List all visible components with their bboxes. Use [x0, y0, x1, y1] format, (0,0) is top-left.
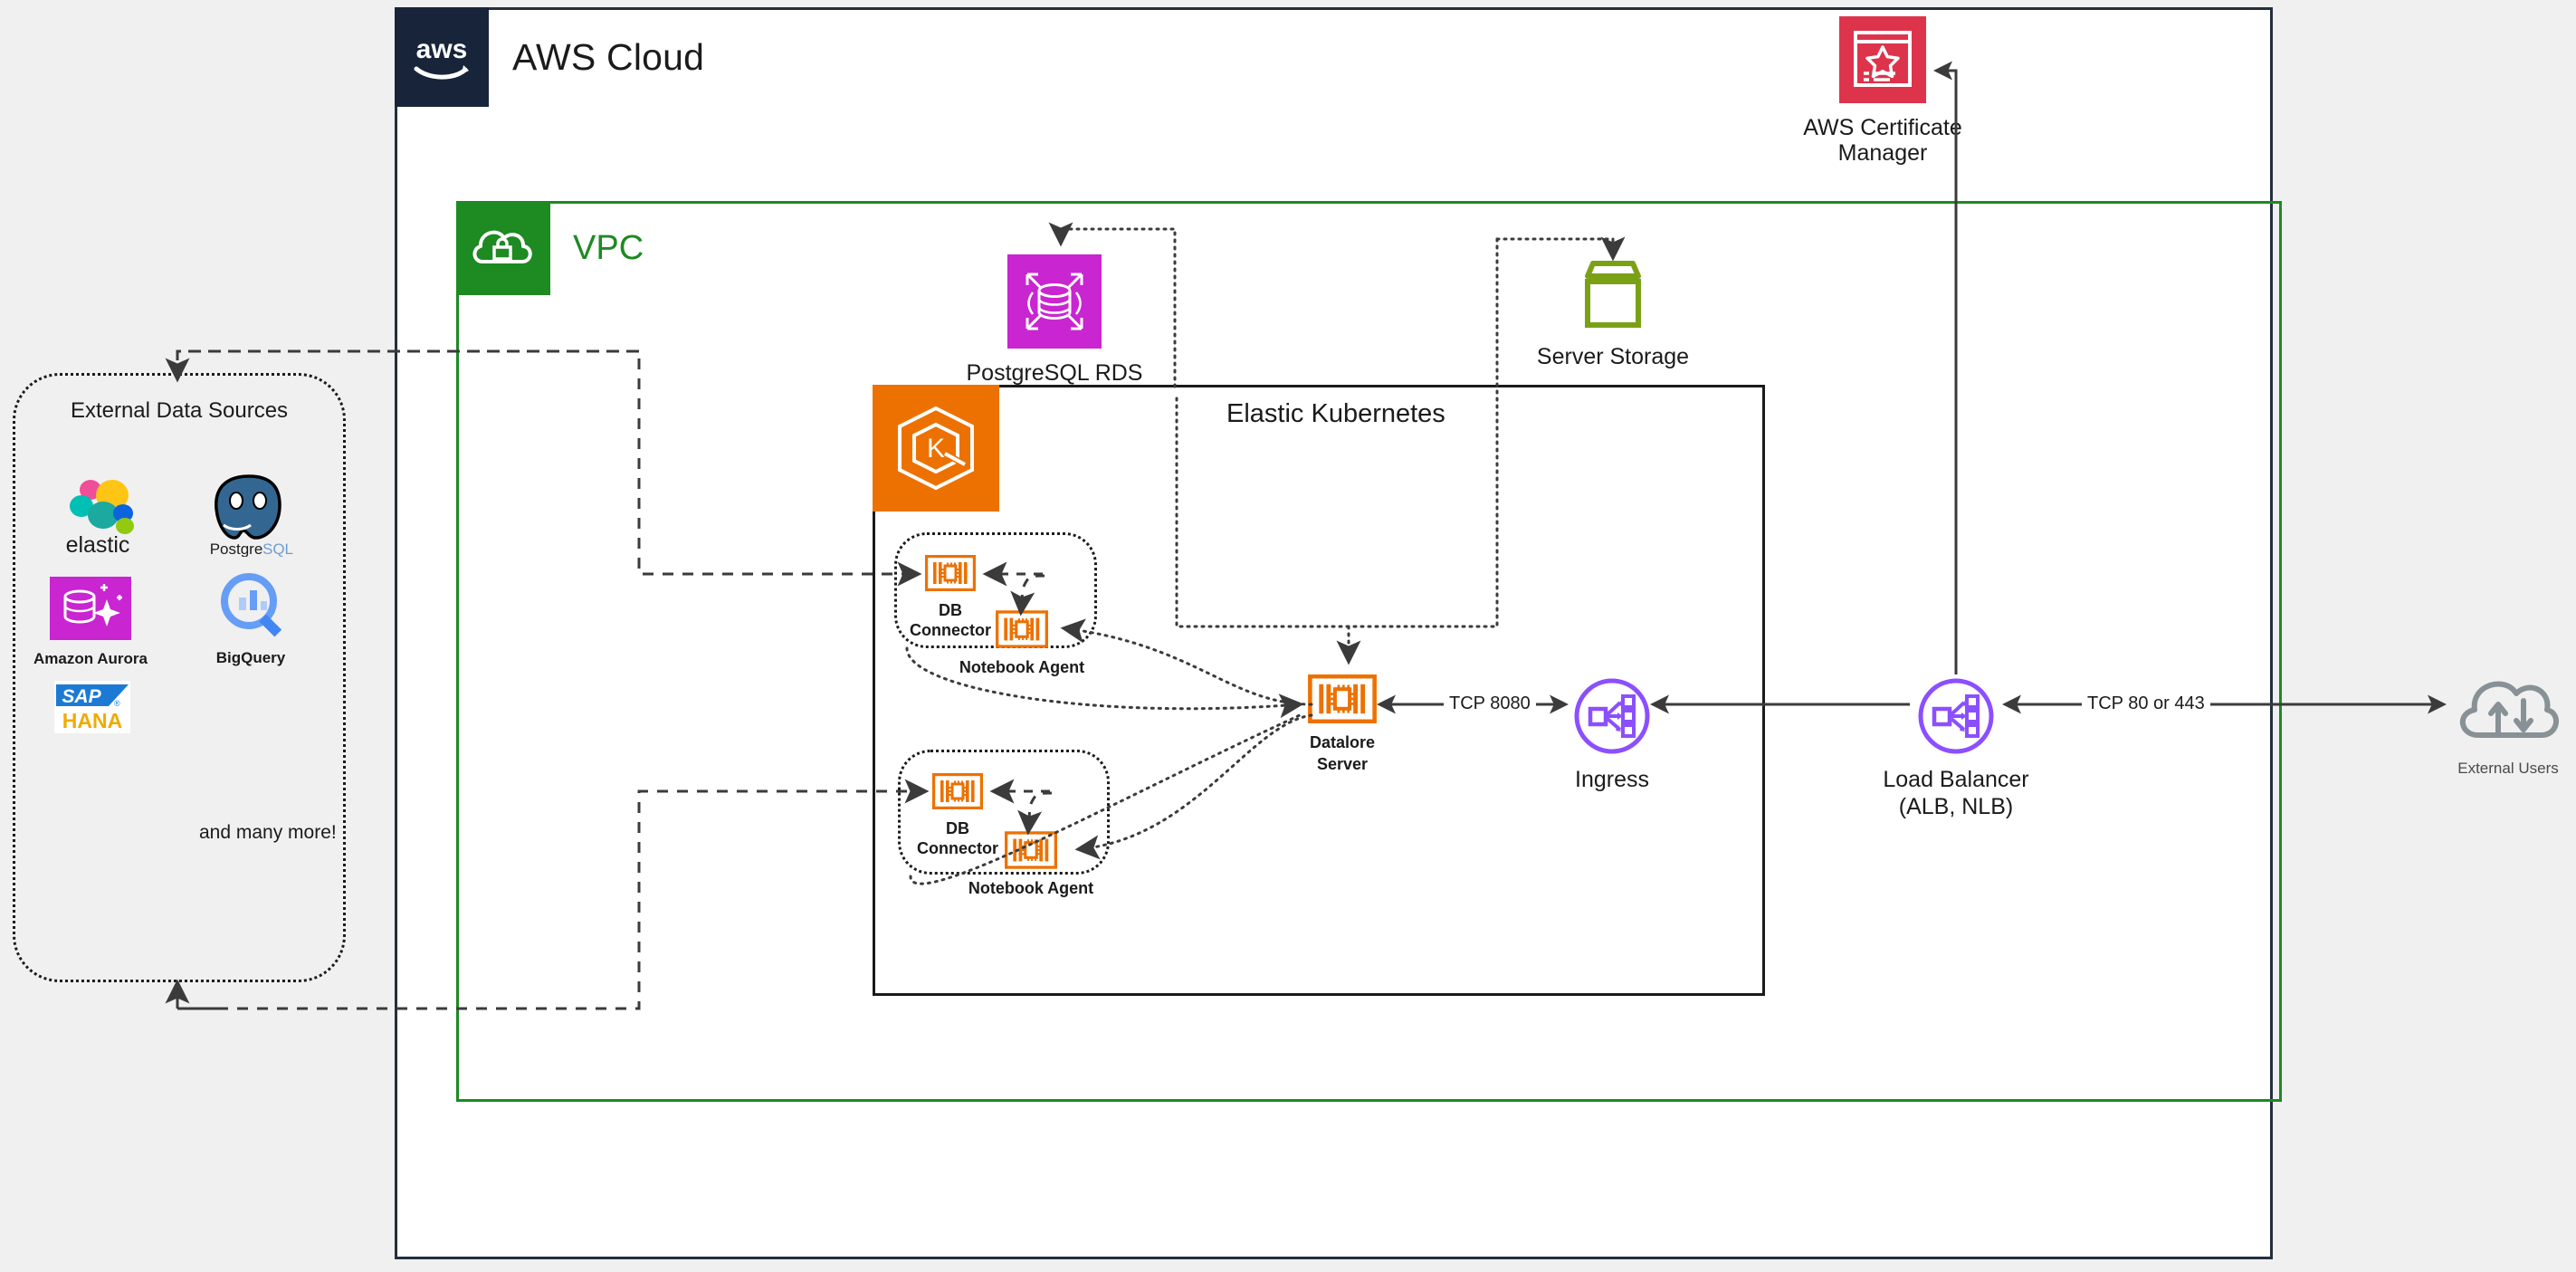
- node-aws-certificate-manager[interactable]: AWS Certificate Manager: [1803, 16, 1962, 166]
- node-label-line1: Datalore: [1309, 733, 1376, 751]
- edge-label-tcp-8080: TCP 8080: [1444, 693, 1536, 714]
- svg-text:SQL: SQL: [262, 540, 293, 557]
- node-label: Notebook Agent: [968, 879, 1094, 897]
- svg-text:K: K: [927, 434, 945, 464]
- node-postgresql-rds[interactable]: PostgreSQL RDS: [967, 254, 1142, 386]
- node-label-line2: (ALB, NLB): [1898, 794, 2014, 819]
- node-label-line2: Manager: [1837, 140, 1928, 166]
- node-label-line2: Connector: [910, 620, 991, 639]
- ec2-instance-icon: [1005, 831, 1057, 869]
- data-source-label: BigQuery: [215, 649, 286, 666]
- node-load-balancer[interactable]: Load Balancer (ALB, NLB): [1883, 677, 2029, 819]
- node-label-line2: Server: [1316, 754, 1369, 773]
- ec2-instance-icon: [1308, 674, 1377, 724]
- node-server-storage[interactable]: Server Storage: [1537, 256, 1689, 369]
- svg-text:SAP: SAP: [62, 686, 101, 707]
- svg-text:®: ®: [114, 699, 120, 708]
- data-source-postgresql[interactable]: Postgre SQL: [177, 471, 321, 561]
- ec2-instance-icon: [925, 555, 976, 591]
- node-label: PostgreSQL RDS: [966, 360, 1143, 386]
- svg-text:elastic: elastic: [66, 532, 130, 557]
- node-label: Notebook Agent: [959, 658, 1085, 676]
- aws-cloud-title: AWS Cloud: [512, 36, 705, 78]
- external-data-sources-panel: [13, 373, 346, 982]
- node-label-line1: DB: [939, 601, 962, 619]
- svg-text:HANA: HANA: [62, 709, 122, 732]
- svg-text:aws: aws: [416, 34, 468, 64]
- node-label-line1: AWS Certificate: [1803, 115, 1962, 140]
- node-label: External Users: [2457, 760, 2559, 777]
- certificate-manager-icon: [1839, 16, 1926, 103]
- storage-volume-icon: [1585, 261, 1641, 328]
- node-ingress[interactable]: Ingress: [1573, 677, 1651, 792]
- data-source-amazon-aurora[interactable]: Amazon Aurora: [18, 577, 163, 668]
- data-source-bigquery[interactable]: BigQuery: [178, 572, 323, 667]
- node-label: Ingress: [1575, 767, 1649, 792]
- wire-pod-bottom-connector-to-external-data-sources: [165, 979, 217, 1010]
- external-data-sources-note: and many more!: [199, 822, 337, 843]
- pod-bottom-db-connector[interactable]: DB Connector: [917, 773, 998, 858]
- node-datalore-server[interactable]: Datalore Server: [1308, 674, 1377, 774]
- aws-logo-icon: aws: [395, 7, 489, 107]
- elastic-load-balancer-icon: [1918, 678, 1994, 754]
- sap-hana-logo-icon: SAP ® HANA: [54, 681, 130, 733]
- ec2-instance-icon: [932, 773, 983, 809]
- pod-top-notebook-agent[interactable]: Notebook Agent: [959, 610, 1084, 678]
- vpc-cloud-lock-icon: [456, 201, 550, 295]
- external-data-sources-title: External Data Sources: [70, 398, 289, 423]
- node-label: Server Storage: [1536, 344, 1690, 369]
- bigquery-logo-icon: [221, 573, 282, 637]
- rds-database-icon: [1007, 254, 1102, 349]
- svg-text:Postgre: Postgre: [210, 540, 263, 557]
- pod-top-db-connector[interactable]: DB Connector: [910, 555, 991, 640]
- kubernetes-icon: K: [873, 385, 999, 512]
- ec2-instance-icon: [996, 610, 1048, 648]
- data-source-elastic[interactable]: elastic: [25, 475, 170, 561]
- elastic-logo-icon: elastic: [66, 480, 134, 558]
- data-source-sap-hana[interactable]: SAP ® HANA: [20, 681, 165, 738]
- node-external-users[interactable]: External Users: [2451, 670, 2565, 777]
- internet-cloud-icon: [2459, 681, 2559, 738]
- vpc-title: VPC: [573, 229, 644, 267]
- node-label-line1: Load Balancer: [1883, 767, 2029, 792]
- amazon-aurora-icon: [50, 577, 131, 640]
- postgresql-logo-icon: Postgre SQL: [210, 474, 293, 558]
- data-source-label: Amazon Aurora: [33, 650, 148, 667]
- kubernetes-ingress-icon: [1574, 678, 1650, 754]
- edge-label-tcp-80-443: TCP 80 or 443: [2082, 693, 2210, 714]
- vpc-container: [456, 201, 2282, 1102]
- eks-title: Elastic Kubernetes: [1226, 399, 1445, 428]
- pod-bottom-notebook-agent[interactable]: Notebook Agent: [968, 831, 1093, 899]
